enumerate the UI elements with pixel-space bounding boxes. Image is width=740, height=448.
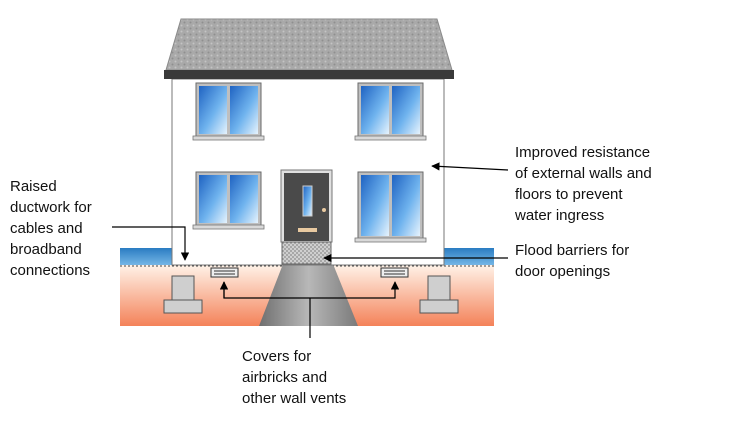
window-lower-left <box>192 171 265 230</box>
window-upper-left <box>192 82 265 141</box>
roof <box>165 18 453 71</box>
flood-water-right <box>444 248 494 265</box>
footing-left <box>163 275 203 314</box>
label-barriers: Flood barriers for door openings <box>515 242 630 280</box>
label-ductwork: Raised ductwork for cables and broadband… <box>10 178 92 279</box>
vent-cover-icon <box>380 267 409 278</box>
window-upper-right <box>354 82 427 141</box>
footing-right <box>419 275 459 314</box>
leader-walls <box>431 162 509 171</box>
front-door <box>280 169 333 243</box>
front-path <box>259 264 358 326</box>
mesh-barrier-icon <box>281 241 332 265</box>
leader-ductwork <box>112 226 190 261</box>
vent-cover-icon <box>210 267 239 278</box>
label-walls: Improved resistance of external walls an… <box>515 144 652 224</box>
window-lower-right <box>354 171 427 243</box>
roof-trim <box>164 70 454 79</box>
flood-water-left <box>120 248 172 265</box>
label-airbricks: Covers for airbricks and other wall vent… <box>242 348 347 407</box>
